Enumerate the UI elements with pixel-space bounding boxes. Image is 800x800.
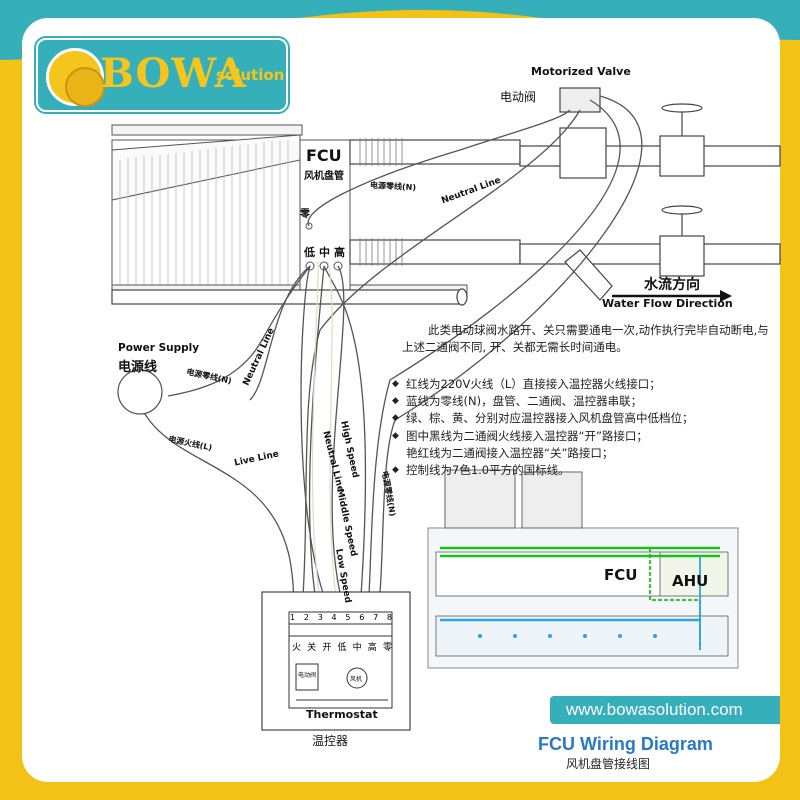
flow-arrowhead-icon xyxy=(720,290,732,302)
thermostat-terminal-labels: 火 关 开 低 中 高 零 xyxy=(292,640,392,653)
system-fcu-label: FCU xyxy=(604,566,638,584)
terminal-neutral: 零 xyxy=(382,643,392,653)
system-diagram xyxy=(427,469,739,669)
caption-title: FCU Wiring Diagram xyxy=(538,734,713,754)
list-item: ◆绿、棕、黄、分别对应温控器接入风机盘管高中低档位； xyxy=(392,411,694,426)
motorized-valve-label-cn: 电动阀 xyxy=(500,90,537,104)
terminal-mid: 中 xyxy=(352,643,362,653)
terminal-5: 5 xyxy=(345,613,351,622)
terminal-low: 低 xyxy=(337,643,347,653)
thermostat-valve-box: 电动阀 xyxy=(298,672,317,679)
terminal-8: 8 xyxy=(386,613,392,622)
fcu-zero-terminal: 零 xyxy=(300,209,310,220)
logo-sun-icon xyxy=(46,48,105,107)
thermostat-fan-box: 风机 xyxy=(350,676,363,683)
logo-suffix: solution xyxy=(216,66,285,84)
terminal-6: 6 xyxy=(359,613,365,622)
thermostat-terminal-numbers: 1 2 3 4 5 6 7 8 xyxy=(290,613,392,622)
power-supply-label: Power Supply xyxy=(118,342,200,354)
system-ahu-label: AHU xyxy=(672,572,709,590)
description-paragraph: 此类电动球阀水路开、关只需要通电一次,动作执行完毕自动断电,与上述二通阀不同, … xyxy=(402,323,769,354)
terminal-close: 关 xyxy=(307,643,317,653)
list-item: ◆红线为220V火线（L）直接接入温控器火线接口； xyxy=(392,377,661,391)
thermostat-label-cn: 温控器 xyxy=(312,734,349,748)
terminal-live: 火 xyxy=(292,643,302,653)
description-bullets: ◆红线为220V火线（L）直接接入温控器火线接口； ◆蓝线为零线(N)，盘管、二… xyxy=(392,376,784,479)
terminal-open: 开 xyxy=(322,643,332,653)
water-pipes xyxy=(111,87,781,306)
list-item: ◆图中黑线为二通阀火线接入温控器“开”路接口； xyxy=(392,428,648,443)
logo-name: BOWA xyxy=(100,50,247,97)
water-flow-label: Water Flow Direction xyxy=(602,297,733,310)
list-item-continuation: 艳红线为二通阀接入温控器“关”路接口； xyxy=(406,445,614,460)
fcu-label-cn: 风机盘管 xyxy=(304,171,344,182)
wire-bundle xyxy=(139,95,643,613)
fcu-speed-high: 高 xyxy=(334,246,345,259)
fcu-unit xyxy=(111,124,468,298)
terminal-1: 1 xyxy=(290,613,296,622)
terminal-high: 高 xyxy=(367,643,377,653)
power-supply-label-cn: 电源线 xyxy=(118,360,158,375)
fcu-label: FCU xyxy=(306,146,342,165)
bowa-logo: BOWA solution xyxy=(36,38,288,112)
fcu-speed-mid: 中 xyxy=(319,246,330,259)
wire-neutral-top-cn: 电源零线(N) xyxy=(369,180,417,193)
thermostat-box xyxy=(261,591,411,731)
terminal-7: 7 xyxy=(373,613,379,622)
terminal-3: 3 xyxy=(317,613,323,622)
caption-title-cn: 风机盘管接线图 xyxy=(566,757,651,771)
water-flow-label-cn: 水流方向 xyxy=(644,277,700,293)
list-item: ◆控制线为7色1.0平方的国标线。 xyxy=(392,463,570,478)
terminal-2: 2 xyxy=(303,613,309,622)
fcu-speed-low: 低 xyxy=(304,246,315,259)
power-supply-icon xyxy=(117,369,163,415)
thermostat-label: Thermostat xyxy=(306,708,378,721)
terminal-4: 4 xyxy=(331,613,337,622)
website-bar xyxy=(550,696,780,724)
website-url: www.bowasolution.com xyxy=(566,700,743,719)
motorized-valve-label: Motorized Valve xyxy=(531,65,631,78)
list-item: ◆蓝线为零线(N)，盘管、二通阀、温控器串联； xyxy=(392,394,643,409)
